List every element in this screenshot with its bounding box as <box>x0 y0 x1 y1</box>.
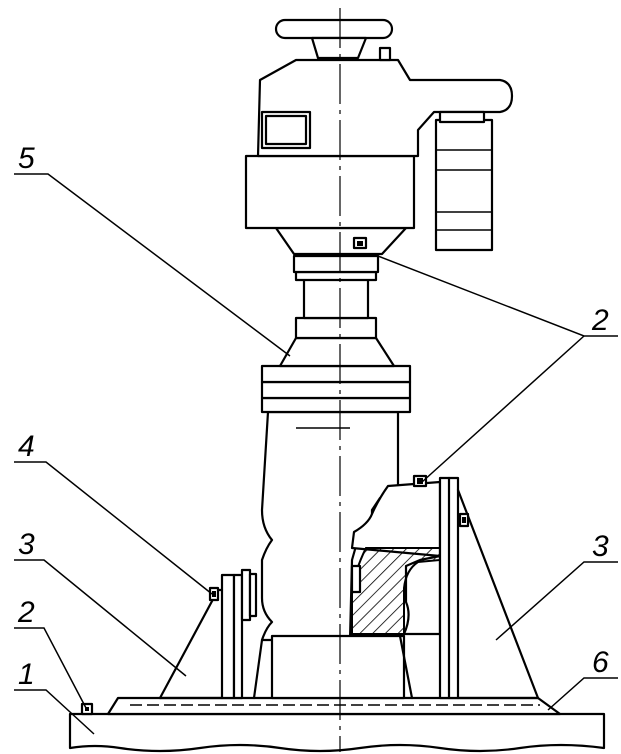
right-support-bracket <box>438 476 540 700</box>
callout-1: 1 <box>18 658 35 691</box>
left-support-bracket <box>158 573 244 700</box>
foundation-slab <box>106 696 562 716</box>
right-housing-section <box>350 474 442 636</box>
callout-2-left: 2 <box>17 596 35 629</box>
gear-head <box>244 18 514 256</box>
callout-2-right: 2 <box>591 304 609 337</box>
callout-6: 6 <box>592 646 609 679</box>
callout-3-right: 3 <box>592 530 609 563</box>
callout-labels: 5 2 4 3 3 2 1 6 <box>17 142 609 691</box>
sensor-block-left <box>80 702 94 716</box>
callout-4: 4 <box>18 430 35 463</box>
base-plate <box>68 712 606 753</box>
flange-connector <box>208 568 258 622</box>
callout-5: 5 <box>18 142 35 175</box>
pedestal-body <box>252 410 414 700</box>
leader-lines <box>14 173 618 735</box>
callout-3-left: 3 <box>18 528 35 561</box>
collar-flange <box>260 254 412 414</box>
